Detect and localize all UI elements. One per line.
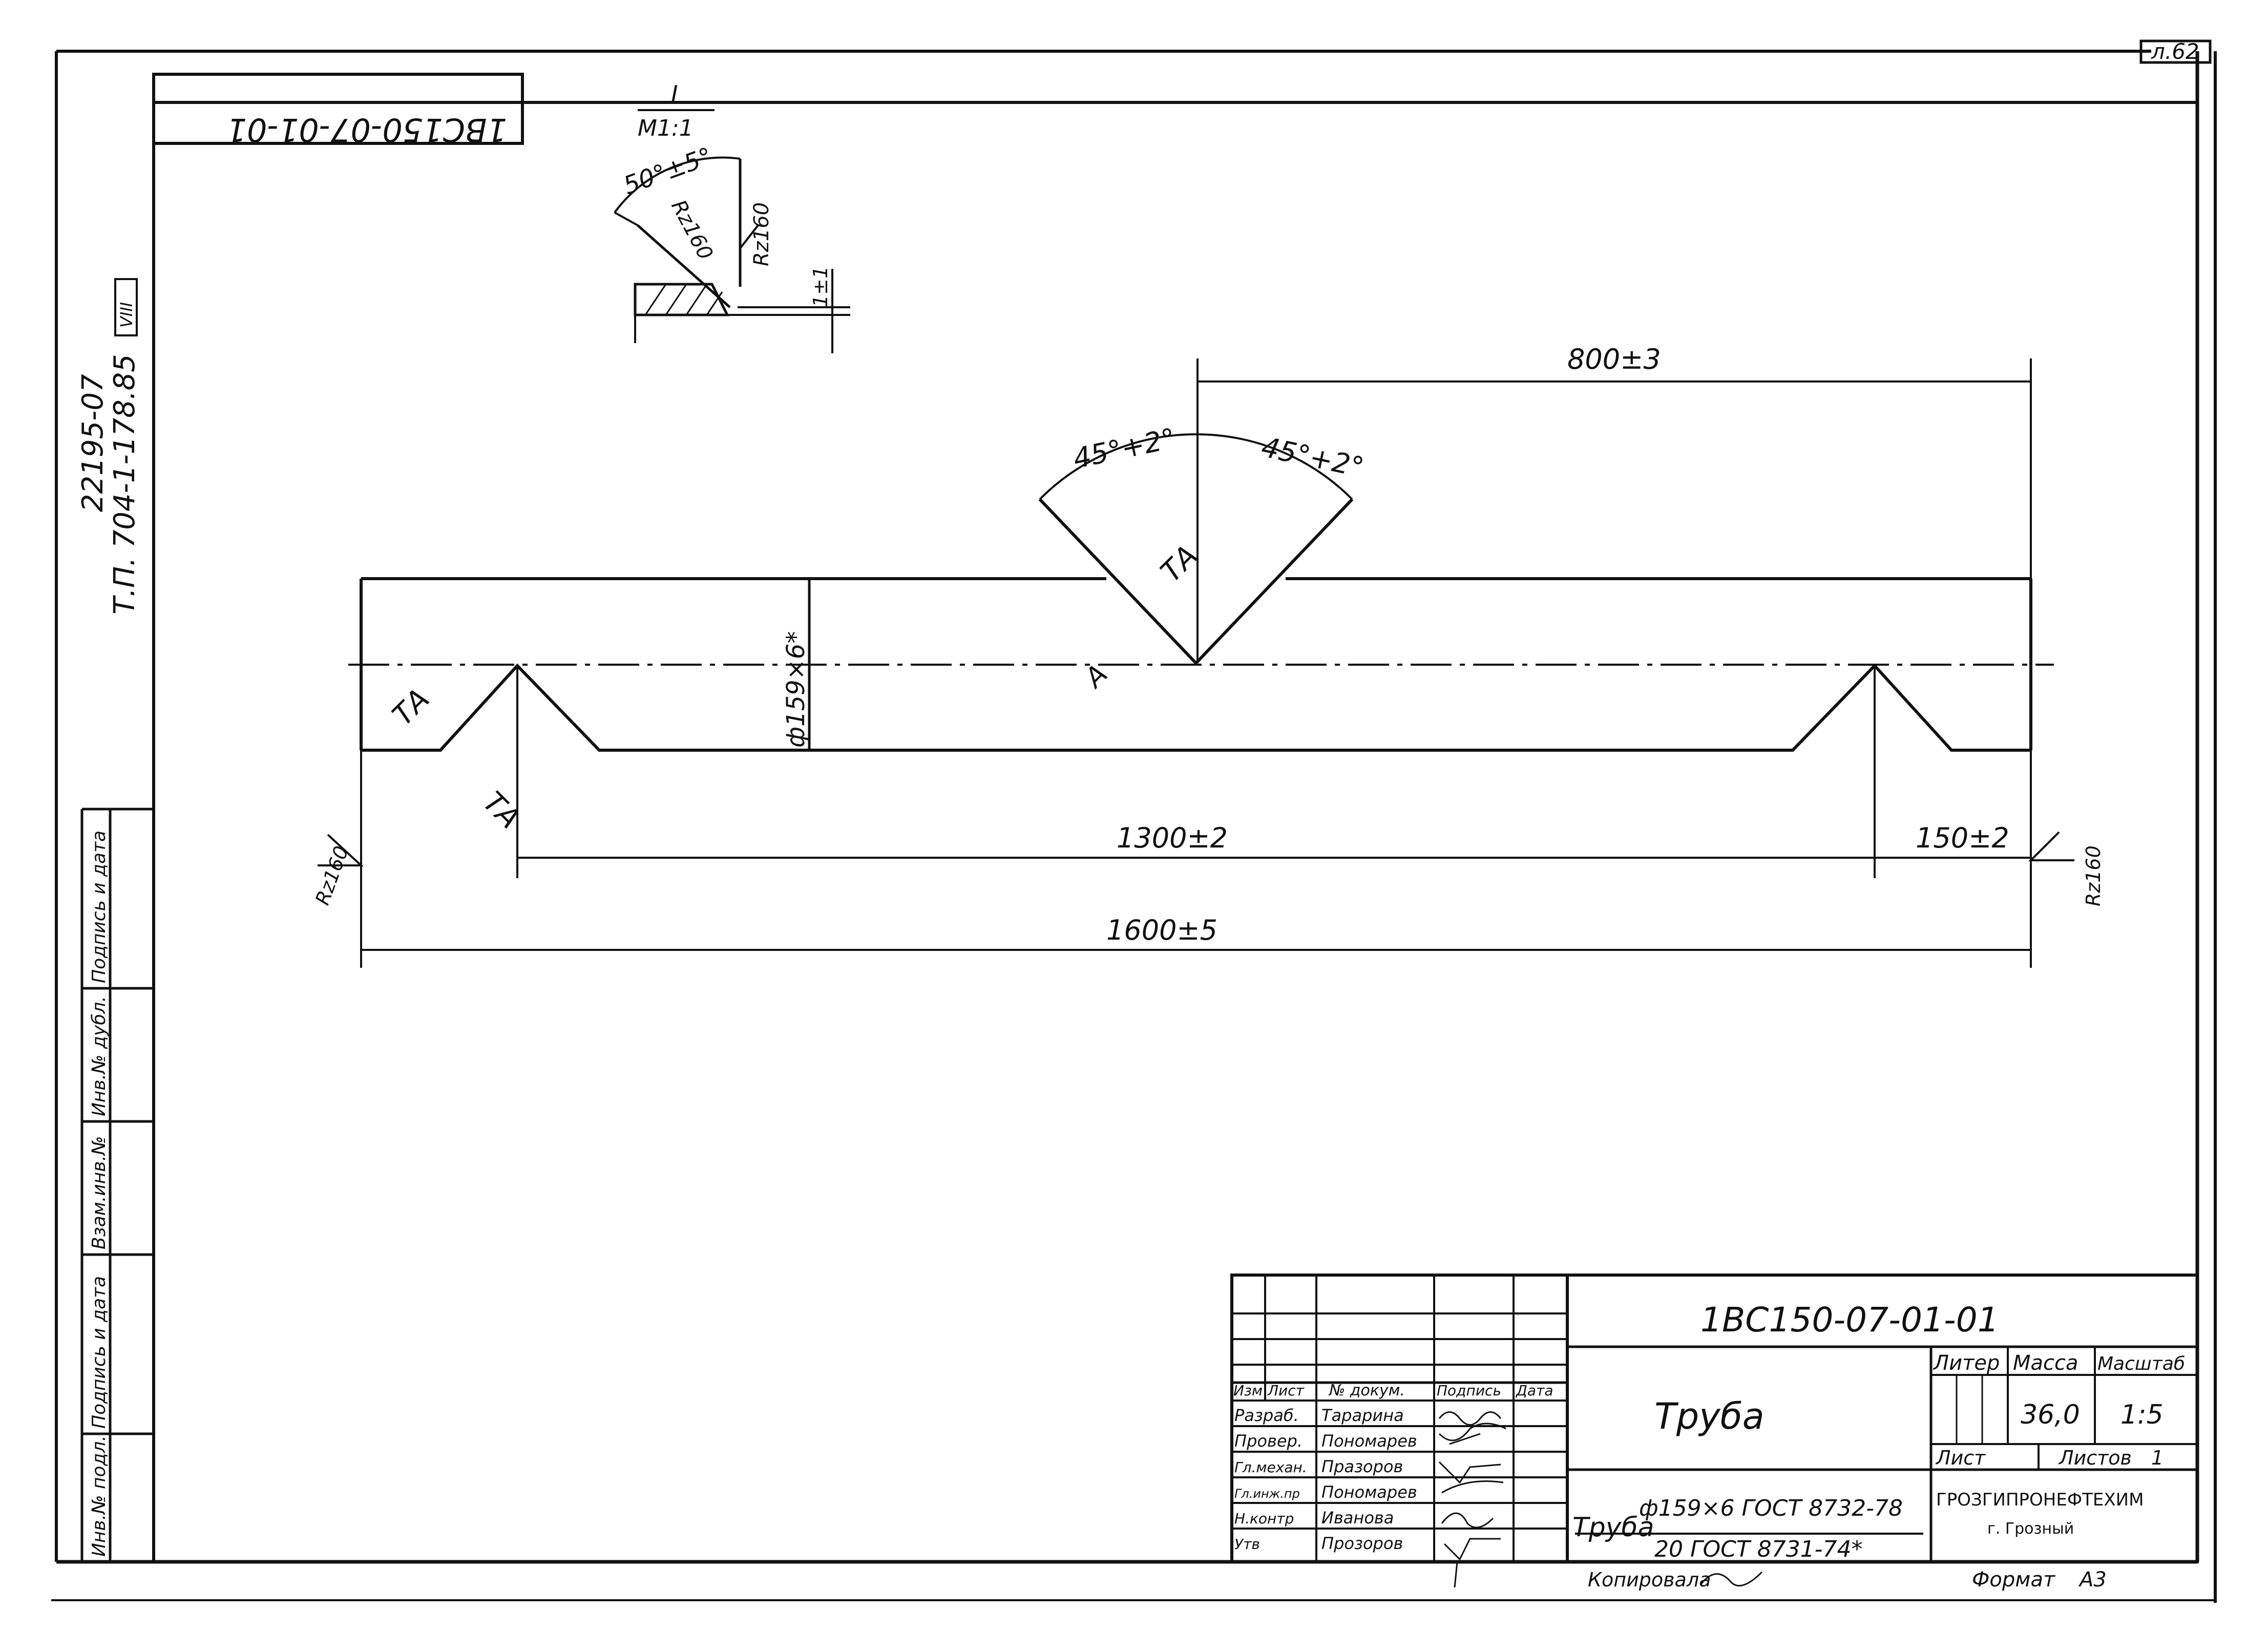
title-block — [1230, 1274, 2199, 1563]
sheets-label: Листов — [2058, 1447, 2132, 1469]
material-line2: 20 ГОСТ 8731-74* — [1654, 1536, 1863, 1562]
liter-label: Литер — [1933, 1351, 2000, 1375]
diameter-label: ф159×6* — [782, 631, 810, 748]
detail-angle: 50°±5° — [620, 142, 716, 200]
hdr-sign: Подпись — [1437, 1382, 1501, 1399]
dim-150: 150±2 — [1916, 822, 2009, 854]
name-5: Прозоров — [1321, 1534, 1403, 1553]
weld-mark-left: ТА — [386, 683, 436, 732]
material-line1: ф159×6 ГОСТ 8732-78 — [1639, 1495, 1903, 1521]
detail-roughness-1: Rz160 — [666, 196, 717, 264]
designation: 1BC150-07-01-01 — [1700, 1300, 1999, 1340]
stamp-signdate-2: Подпись и дата — [89, 1276, 110, 1429]
dim-1300: 1300±2 — [1117, 822, 1228, 854]
side-ref-1: 22195-07 — [76, 374, 110, 512]
detail-section-i — [614, 109, 850, 353]
role-2: Гл.механ. — [1234, 1459, 1307, 1476]
material-prefix: Труба — [1572, 1512, 1654, 1543]
role-3: Гл.инж.пр — [1234, 1487, 1300, 1501]
hdr-doc: № докум. — [1328, 1382, 1405, 1399]
rotated-code: 1BC150-07-01-01 — [227, 111, 507, 149]
page-label: л.62 — [2151, 39, 2199, 64]
side-ref-2: Т.П. 704-1-178.85 — [108, 354, 141, 614]
stamp-vzam-inv: Взам.инв.№ — [89, 1136, 110, 1249]
rough-left: Rz160 — [311, 843, 353, 908]
role-5: Утв — [1234, 1536, 1260, 1553]
angle-dimension — [1039, 358, 2032, 663]
angle-left: 45°+2° — [1070, 422, 1179, 475]
hdr-date: Дата — [1515, 1382, 1553, 1399]
bottom-dimensions — [318, 666, 2074, 968]
hdr-izm: Изм — [1233, 1382, 1263, 1399]
mass-value: 36,0 — [2021, 1399, 2080, 1430]
dim-800: 800±3 — [1567, 343, 1661, 375]
hdr-list: Лист — [1267, 1382, 1305, 1399]
role-1: Провер. — [1234, 1431, 1303, 1451]
detail-scale: М1:1 — [638, 115, 694, 141]
section-mark: I — [671, 80, 678, 108]
stamp-signdate-1: Подпись и дата — [89, 831, 110, 983]
role-0: Разраб. — [1234, 1406, 1299, 1425]
detail-land: 1±1 — [809, 266, 832, 307]
copied-signature — [1699, 1571, 1763, 1587]
code-box — [152, 73, 524, 145]
rough-right: Rz160 — [2082, 845, 2105, 906]
name-1: Пономарев — [1321, 1431, 1417, 1451]
name-2: Празоров — [1321, 1457, 1403, 1476]
signatures — [1438, 1411, 1506, 1588]
pipe-outline — [348, 498, 2054, 752]
side-ref-box — [114, 278, 138, 336]
detail-roughness-2: Rz160 — [750, 202, 773, 266]
scale-label: Масштаб — [2097, 1353, 2185, 1374]
org-city: г. Грозный — [1987, 1520, 2074, 1538]
name-0: Тарарина — [1321, 1406, 1404, 1425]
weld-mark-left-low: ТА — [476, 786, 526, 835]
scale-value: 1:5 — [2120, 1399, 2164, 1430]
side-stamp — [80, 808, 155, 1563]
dim-1600: 1600±5 — [1106, 914, 1217, 946]
mass-label: Масса — [2013, 1351, 2078, 1375]
part-name: Труба — [1654, 1395, 1765, 1437]
format-label: Формат — [1972, 1568, 2056, 1592]
role-4: Н.контр — [1234, 1510, 1294, 1527]
stamp-inv-podl: Инв.№ подл. — [89, 1435, 110, 1557]
angle-right: 45°+2° — [1258, 431, 1367, 484]
name-4: Иванова — [1321, 1508, 1394, 1528]
format-value: А3 — [2078, 1568, 2107, 1592]
frame — [51, 39, 2217, 1603]
stamp-inv-dubl: Инв.№ дубл. — [89, 996, 110, 1116]
name-3: Пономарев — [1321, 1482, 1417, 1502]
sheets-value: 1 — [2151, 1447, 2164, 1469]
org-name: ГРОЗГИПРОНЕФТЕХИМ — [1936, 1490, 2144, 1510]
sheet-label: Лист — [1935, 1447, 1986, 1469]
side-ref-box-text: VIII — [117, 302, 136, 328]
copied-label: Копировала — [1588, 1568, 1711, 1591]
